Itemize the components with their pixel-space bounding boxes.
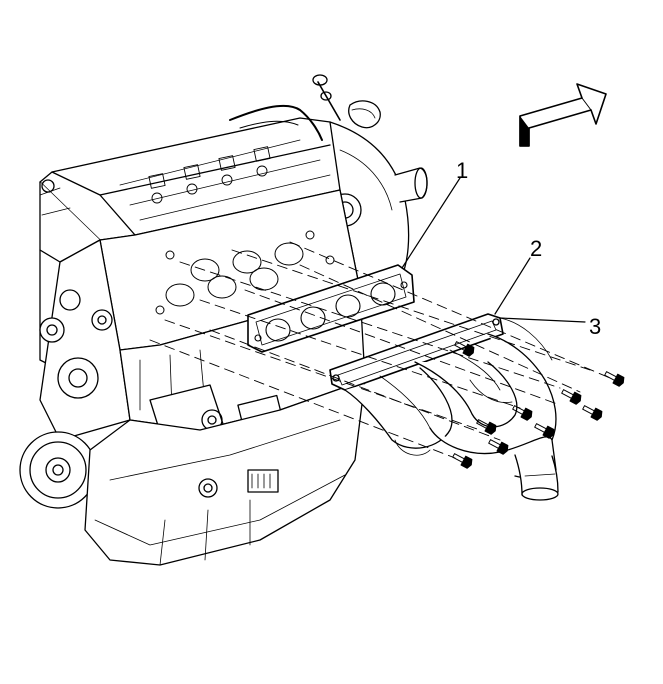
engine-block [19, 74, 428, 566]
callout-3-leader [499, 317, 586, 323]
callout-labels: 1 2 3 [456, 158, 601, 339]
manifold-bolt [452, 453, 473, 469]
manifold-bolt [582, 405, 603, 421]
manifold-bolt [488, 439, 509, 455]
callout-leaders [401, 177, 586, 323]
manifold-bolt [512, 405, 533, 421]
exhaust-manifold-gasket [247, 264, 415, 353]
callout-1: 1 [456, 158, 468, 183]
front-direction-arrow-icon [519, 83, 607, 147]
manifold-bolt [454, 341, 475, 357]
manifold-bolt [476, 419, 497, 435]
manifold-bolts [452, 341, 625, 469]
manifold-bolt [604, 371, 625, 387]
manifold-bolt [534, 423, 555, 439]
callout-2-leader [494, 257, 531, 315]
exhaust-manifold [329, 313, 559, 501]
callout-1-leader [401, 177, 461, 269]
callout-3: 3 [589, 314, 601, 339]
alignment-lines [149, 241, 611, 459]
callout-2: 2 [530, 236, 542, 261]
manifold-bolt [561, 389, 582, 405]
